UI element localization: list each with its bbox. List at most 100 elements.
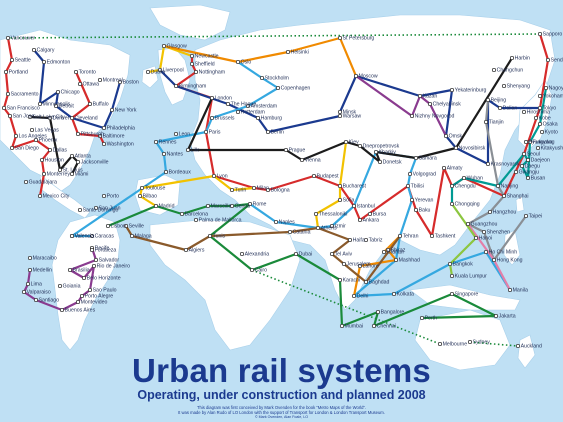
station-sydney (467, 339, 473, 345)
city-label-prague: Prague (289, 148, 306, 154)
station-wuhan (461, 175, 467, 181)
station-san-diego (9, 145, 15, 151)
city-label-guangzhou: Guangzhou (471, 222, 498, 228)
city-label-tokyo: Tokyo (543, 106, 557, 112)
station-turin (229, 187, 235, 193)
city-label-mexico-city: Mexico City (43, 194, 70, 200)
city-label-birmingham: Birmingham (179, 84, 207, 90)
city-label-malaga: Malaga (135, 234, 152, 240)
city-label-detroit: Detroit (59, 104, 75, 110)
station-donetsk (377, 159, 383, 165)
station-lahore (357, 263, 363, 269)
station-dalian (497, 105, 503, 111)
city-label-baku: Baku (419, 208, 431, 214)
city-label-vancouver: Vancouver (11, 36, 36, 42)
station-st-louis (57, 167, 63, 173)
city-label-lille: Lille (191, 148, 200, 154)
station-sheffield (189, 61, 195, 67)
city-label-bursa: Bursa (373, 212, 387, 218)
station-lisbon (105, 223, 111, 229)
station-beijing (485, 97, 491, 103)
city-label-moscow: Moscow (359, 74, 378, 80)
city-label-tel-aviv: Tel Aviv (335, 252, 353, 258)
city-label-daegu: Daegu (525, 164, 540, 170)
map-title: Urban rail systems (132, 352, 431, 389)
city-label-cleveland: Cleveland (75, 116, 98, 122)
station-milan (251, 185, 257, 191)
station-minneapolis (37, 101, 43, 107)
station-san-juan (93, 205, 99, 211)
station-minsk (337, 109, 343, 115)
station-cleveland (69, 115, 75, 121)
city-label-copenhagen: Copenhagen (281, 86, 311, 92)
city-label-st-louis: St. Louis (63, 168, 84, 174)
city-label-delhi: Delhi (357, 294, 369, 300)
city-label-sofia: Sofia (343, 198, 355, 204)
station-chennai (371, 323, 377, 329)
station-mumbai (339, 323, 345, 329)
city-label-kitakyushu: Kitakyushu (541, 146, 563, 152)
city-label-baghdad: Baghdad (369, 280, 390, 286)
station-yekaterinburg (449, 87, 455, 93)
station-seville (123, 223, 129, 229)
city-label-nantes: Nantes (167, 152, 184, 158)
station-maracaibo (27, 255, 33, 261)
station-delhi (351, 293, 357, 299)
station-auckland (515, 343, 521, 349)
station-las-vegas (29, 127, 35, 133)
city-label-lisbon: Lisbon (111, 224, 126, 230)
city-label-marseille: Marseille (211, 204, 232, 210)
city-label-rio-de-janeiro: Rio de Janeiro (97, 264, 131, 270)
city-label-houston: Houston (45, 158, 64, 164)
station-tehran (397, 233, 403, 239)
city-label-boston: Boston (123, 80, 139, 86)
station-kolkata (391, 291, 397, 297)
station-yokohama (537, 93, 543, 99)
city-label-nanjing: Nanjing (501, 184, 519, 190)
station-moscow (353, 73, 359, 79)
city-label-cairo: Cairo (255, 268, 268, 274)
city-label-chengdu: Chengdu (455, 184, 476, 190)
city-label-berlin: Berlin (271, 130, 284, 136)
station-algiers (183, 247, 189, 253)
station-krasnoyarsk (485, 161, 491, 167)
station-manila (507, 287, 513, 293)
station-shenzhen (481, 229, 487, 235)
station-karachi (337, 277, 343, 283)
city-label-philadelphia: Philadelphia (107, 126, 135, 132)
station-vienna (299, 157, 305, 163)
station-portland (3, 69, 9, 75)
city-label-novosibirsk: Novosibirsk (459, 146, 486, 152)
station-toronto (73, 69, 79, 75)
city-label-las-vegas: Las Vegas (35, 128, 60, 134)
station-st-petersburg (337, 35, 343, 41)
station-shanghai (501, 193, 507, 199)
station-singapore (449, 291, 455, 297)
station-miami (69, 171, 75, 177)
station-lyon (211, 173, 217, 179)
city-label-dnepropetrovsk: Dnepropetrovsk (363, 144, 400, 150)
city-label-haifa: Haifa (353, 238, 365, 244)
city-label-recife: Recife (95, 246, 110, 252)
land-new-zealand (517, 334, 536, 369)
city-label-hong-kong: Hong Kong (497, 258, 523, 264)
station-london (209, 95, 215, 101)
station-novosibirsk (453, 145, 459, 151)
station-nizhny-novgorod (409, 113, 415, 119)
station-istanbul (351, 203, 357, 209)
station-atlanta (69, 153, 75, 159)
station-samara (413, 155, 419, 161)
station-birmingham (173, 83, 179, 89)
city-label-dalian: Dalian (503, 106, 518, 112)
station-dublin (145, 69, 151, 75)
city-label-amsterdam: Amsterdam (251, 104, 278, 110)
city-label-yokohama: Yokohama (543, 94, 563, 100)
station-toulouse (139, 185, 145, 191)
city-label-tianjin: Tianjin (489, 120, 504, 126)
city-label-baltimore: Baltimore (103, 134, 125, 140)
city-label-algiers: Algiers (189, 248, 205, 254)
city-label-istanbul: Istanbul (357, 204, 375, 210)
city-label-daejeon: Daejeon (531, 158, 550, 164)
city-label-helsinki: Helsinki (291, 50, 309, 56)
